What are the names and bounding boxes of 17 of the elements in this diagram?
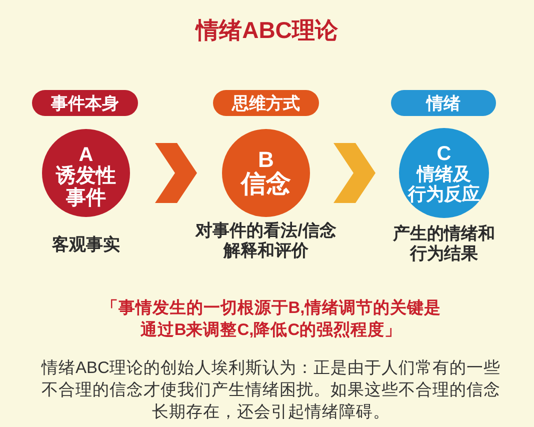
chevron-arrow xyxy=(334,143,376,203)
stage-letter: C xyxy=(436,144,452,166)
stage-tag: 事件本身 xyxy=(32,90,138,116)
stage-letter: A xyxy=(78,144,94,166)
stage-caption: 对事件的看法/信念解释和评价 xyxy=(194,221,338,261)
stage-letter: B xyxy=(258,148,274,171)
stage-name: 情绪及行为反应 xyxy=(407,165,481,204)
stage-name: 信念 xyxy=(241,171,291,198)
stage-caption: 产生的情绪和行为结果 xyxy=(392,224,496,264)
key-quote: 「事情发生的一切根源于B,情绪调节的关键是通过B来调整C,降低C的强烈程度」 xyxy=(100,298,442,341)
stage-name: 诱发性事件 xyxy=(55,166,117,210)
diagram-title: 情绪ABC理论 xyxy=(196,16,338,44)
description-text: 情绪ABC理论的创始人埃利斯认为：正是由于人们常有的一些不合理的信念才使我们产生情绪困扰。如果这些不合理的信念长期存在，还会引起情绪障碍。 xyxy=(42,358,500,423)
chevron-arrow xyxy=(155,143,197,203)
stage-tag: 情绪 xyxy=(391,90,496,116)
stage-tag: 思维方式 xyxy=(213,90,319,116)
stage-caption: 客观事实 xyxy=(52,235,120,255)
